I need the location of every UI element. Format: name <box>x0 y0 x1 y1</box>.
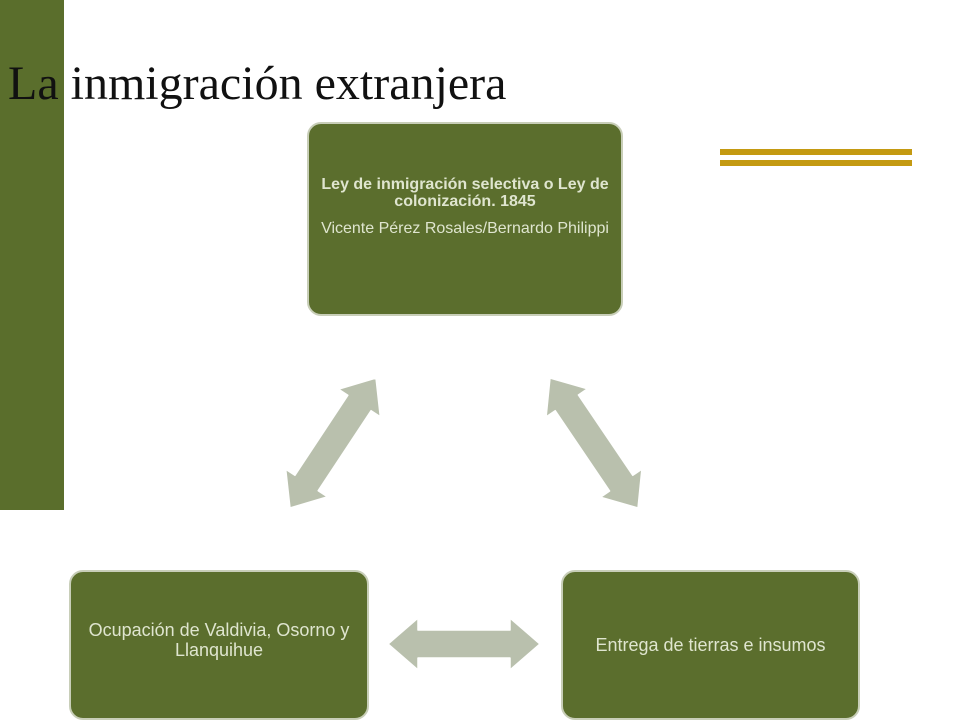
box-immigration-law: Ley de inmigración selectiva o Ley de co… <box>307 122 623 316</box>
title-rule <box>40 156 64 158</box>
slide-title: La inmigración extranjera <box>8 57 507 110</box>
box-land-delivery-text: Entrega de tierras e insumos <box>595 635 826 655</box>
box-occupation-text: Ocupación de Valdivia, Osorno y Llanquih… <box>88 620 350 660</box>
accent-line-top <box>720 149 912 155</box>
box-land-delivery: Entrega de tierras e insumos <box>561 570 860 720</box>
box-immigration-law-subtitle: Vicente Pérez Rosales/Bernardo Philippi <box>321 219 609 237</box>
box-occupation: Ocupación de Valdivia, Osorno y Llanquih… <box>69 570 369 720</box>
accent-line-bottom <box>720 160 912 166</box>
box-immigration-law-title: Ley de inmigración selectiva o Ley de co… <box>321 175 609 210</box>
accent-lines <box>720 149 912 169</box>
side-bar <box>0 0 64 510</box>
